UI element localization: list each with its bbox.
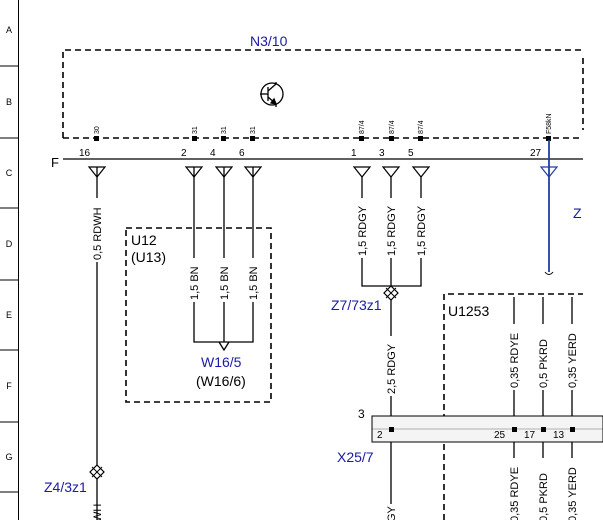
pin-code: F58kN xyxy=(546,113,553,134)
pin-code: 87/4 xyxy=(359,120,366,134)
pin-number: 5 xyxy=(408,148,414,159)
u12-alt-label: (U13) xyxy=(131,249,166,265)
edge-text-wh: WH xyxy=(92,504,104,520)
pin-number: 1 xyxy=(351,148,357,159)
wire-label-rdwh: 0,5 RDWH xyxy=(92,207,104,260)
wire-label-bn-a: 1,5 BN xyxy=(189,266,201,300)
bottom-pin-13: 13 xyxy=(553,427,575,441)
u12-label: U12 xyxy=(131,232,157,248)
top-pin-3: 87/4 3 xyxy=(379,120,396,159)
pin-code: 31 xyxy=(192,126,199,134)
n3-10-box xyxy=(62,49,583,138)
bottom-pin-17: 17 xyxy=(524,427,546,441)
top-pin-4: 31 4 xyxy=(210,126,228,159)
pin-number: 13 xyxy=(553,430,565,441)
pin-code: 87/4 xyxy=(418,120,425,134)
wire-blue-end xyxy=(544,271,554,275)
wire-label-rdgy-a: 1,5 RDGY xyxy=(357,205,369,256)
wire-label-yerd-top: 0,35 YERD xyxy=(567,333,579,388)
pin-number: 6 xyxy=(239,148,245,159)
pin-code: 31 xyxy=(250,126,257,134)
x25-pin-2 xyxy=(389,427,394,432)
pin-number: 17 xyxy=(524,430,536,441)
x25-pin-2-label: 2 xyxy=(377,430,383,441)
x25-pin-3-label: 3 xyxy=(358,407,365,421)
top-pin-16: 30 16 xyxy=(79,126,101,159)
top-pin-5: 87/4 5 xyxy=(408,120,425,159)
pin-code: 31 xyxy=(221,126,228,134)
wire-label-pkrd-bottom: 0,5 PKRD xyxy=(538,473,550,520)
wire-label-yerd-bottom: 0,35 YERD xyxy=(567,467,579,520)
splice-z7-label: Z7/73z1 xyxy=(331,297,382,313)
pin-code: 30 xyxy=(94,126,101,134)
row-label-a: A xyxy=(6,25,12,35)
row-label-e: E xyxy=(6,310,12,320)
row-label-g: G xyxy=(5,452,12,462)
margin-grid xyxy=(0,0,19,520)
wire-label-rdye-bottom: 0,35 RDYE xyxy=(509,467,521,520)
transistor-icon xyxy=(260,82,284,107)
splice-z7-73z1 xyxy=(383,285,399,301)
wire-label-pkrd-top: 0,5 PKRD xyxy=(538,339,550,388)
top-pin-6: 31 6 xyxy=(239,126,257,159)
pin-number: 2 xyxy=(181,148,187,159)
splice-z4-3z1 xyxy=(89,464,105,480)
top-pin-2: 31 2 xyxy=(181,126,199,159)
pin-number: 27 xyxy=(530,148,542,159)
u1253-label: U1253 xyxy=(448,303,489,319)
w16-joint xyxy=(193,332,254,352)
wire-label-bn-c: 1,5 BN xyxy=(248,266,260,300)
wire-label-rdgy-b: 1,5 RDGY xyxy=(386,205,398,256)
splice-z4-label: Z4/3z1 xyxy=(44,479,87,495)
x25-7-label: X25/7 xyxy=(337,449,374,465)
bus-label-f: F xyxy=(51,155,59,170)
pin-number: 4 xyxy=(210,148,216,159)
row-label-f: F xyxy=(6,381,12,391)
w16-label: W16/5 xyxy=(201,354,242,370)
w16-alt-label: (W16/6) xyxy=(196,373,246,389)
row-label-c: C xyxy=(6,168,13,178)
u1253-box xyxy=(443,293,583,520)
bottom-pin-25: 25 xyxy=(494,427,517,441)
edge-text-z: Z xyxy=(573,205,582,221)
wire-label-rdgy-main: 2,5 RDGY xyxy=(386,343,398,394)
top-pin-1: 87/4 1 xyxy=(351,120,366,159)
pin-number: 3 xyxy=(379,148,385,159)
u12-box xyxy=(125,227,272,403)
wire-label-rdgy-c: 1,5 RDGY xyxy=(416,205,428,256)
row-label-d: D xyxy=(6,239,13,249)
pin-number: 25 xyxy=(494,430,506,441)
edge-text-gy: GY xyxy=(386,505,398,520)
pin-code: 87/4 xyxy=(389,120,396,134)
wire-label-rdye-top: 0,35 RDYE xyxy=(509,333,521,388)
pin-number: 16 xyxy=(79,148,91,159)
connector-arrows xyxy=(87,166,431,178)
wire-label-bn-b: 1,5 BN xyxy=(219,266,231,300)
row-label-b: B xyxy=(6,97,12,107)
top-pin-27: F58kN 27 xyxy=(530,113,553,159)
component-n3-10-label: N3/10 xyxy=(250,33,288,49)
